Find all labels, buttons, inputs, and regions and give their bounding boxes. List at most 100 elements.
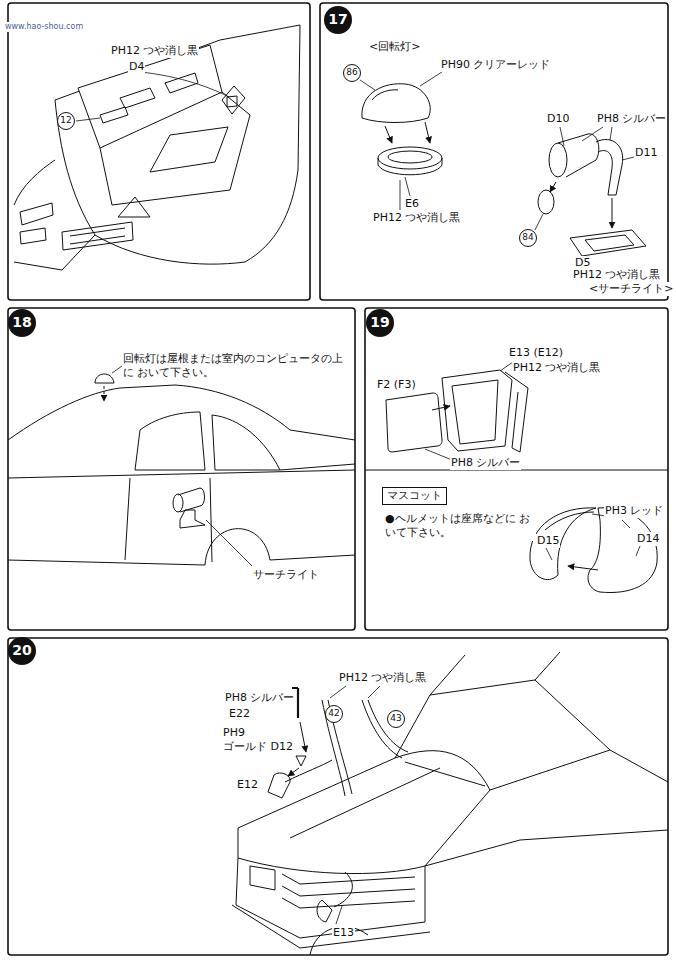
car-body: [8, 555, 355, 565]
helmet-stripe: [545, 512, 594, 530]
leader-line: [535, 214, 543, 230]
part-name: F2 (F3): [376, 378, 417, 392]
wire: [334, 872, 352, 907]
paint-callout: PH8 シルバー: [224, 691, 295, 705]
callout-number: 42: [325, 705, 343, 723]
node-text: 42: [328, 709, 339, 719]
watermark: www.hao-shou.com: [4, 22, 84, 32]
car-window: [135, 412, 205, 470]
leader-line: [636, 546, 640, 556]
wire: [285, 760, 332, 782]
searchlight: [549, 143, 567, 177]
leader-line: [546, 548, 552, 560]
rotating-light: [362, 84, 430, 123]
paint-callout: PH12 つや消し黒: [512, 361, 601, 375]
cowl: [405, 762, 485, 786]
part-name: D14: [636, 532, 660, 546]
searchlight-base: [180, 510, 205, 528]
paint-callout: PH12 つや消し黒: [110, 44, 199, 58]
leader-line: [336, 906, 342, 924]
antenna: [297, 688, 299, 718]
step-number: 20: [8, 637, 36, 665]
part-group-title: <回転灯>: [368, 40, 421, 54]
note-heading-box: マスコット: [382, 487, 447, 505]
callout-number: 12: [57, 112, 75, 130]
license-plate: [62, 222, 133, 250]
node-text: 17: [328, 12, 347, 27]
panel-frame: [365, 308, 668, 630]
arrow: [104, 386, 105, 401]
mirror-housing: [452, 380, 498, 444]
car-body: [280, 464, 355, 470]
windshield: [395, 680, 610, 790]
leader-line: [360, 80, 375, 90]
lamp: [268, 773, 290, 798]
speaker: [120, 88, 155, 108]
fender-mirror: [317, 900, 332, 922]
arrow: [432, 406, 450, 410]
part-name: E22: [228, 707, 251, 721]
arrow: [288, 768, 299, 776]
searchlight-base: [570, 230, 646, 256]
car-body: [8, 470, 355, 478]
car-window: [212, 415, 280, 470]
car-body: [14, 160, 55, 205]
panel-frame: [8, 3, 310, 300]
searchlight: [173, 494, 183, 512]
leader-line: [330, 686, 380, 698]
callout-number: 86: [343, 64, 361, 82]
part-name: D11: [634, 146, 658, 160]
door-line: [125, 478, 212, 562]
step-number: 17: [324, 6, 352, 34]
arrow: [385, 126, 392, 143]
part-name: D10: [546, 112, 570, 126]
mirror-arm: [505, 372, 528, 452]
light-base: [378, 158, 442, 175]
leader-line: [582, 127, 612, 141]
car-pillar: [430, 652, 560, 695]
arrow: [612, 198, 613, 228]
wheel-arch: [205, 529, 270, 565]
part-name: D15: [536, 534, 560, 548]
paint-callout: PH12 つや消し黒: [372, 211, 461, 225]
callout-number: 84: [519, 229, 537, 247]
grille: [282, 874, 415, 908]
leader-line: [420, 72, 442, 86]
arrow: [425, 122, 430, 143]
leader-line: [112, 366, 122, 373]
car-roof: [8, 385, 355, 440]
car-body: [55, 25, 300, 264]
wire-part: [368, 700, 408, 752]
floor-panel: [150, 127, 228, 172]
searchlight-base: [585, 235, 634, 251]
panel-frame: [8, 308, 355, 630]
part-name: E6: [404, 197, 420, 211]
floor: [100, 92, 250, 205]
lamp-cap: [296, 756, 306, 766]
part-name: サーチライト: [252, 568, 320, 582]
car-body: [14, 235, 95, 270]
wheel-arch: [310, 927, 368, 955]
rotating-light: [372, 90, 398, 100]
paint-callout: PH8 シルバー: [450, 456, 521, 470]
mirror-glass: [386, 393, 442, 452]
node-text: 20: [12, 643, 31, 658]
paint-callout: PH90 クリアーレッド: [440, 58, 551, 72]
arrow: [568, 566, 598, 570]
light-base: [378, 147, 442, 169]
leader-line: [140, 72, 229, 97]
node-text: 18: [12, 315, 31, 330]
helmet-half: [588, 508, 657, 593]
rotating-light: [95, 374, 114, 383]
panel-frame: [8, 638, 668, 955]
part-d4: [227, 96, 237, 107]
paint-callout: PH12 つや消し黒: [338, 671, 427, 685]
arrow: [300, 722, 306, 752]
node-text: 12: [60, 116, 71, 126]
step-number: 18: [8, 309, 36, 337]
mirror-housing: [442, 370, 512, 451]
leader-line: [206, 520, 252, 566]
